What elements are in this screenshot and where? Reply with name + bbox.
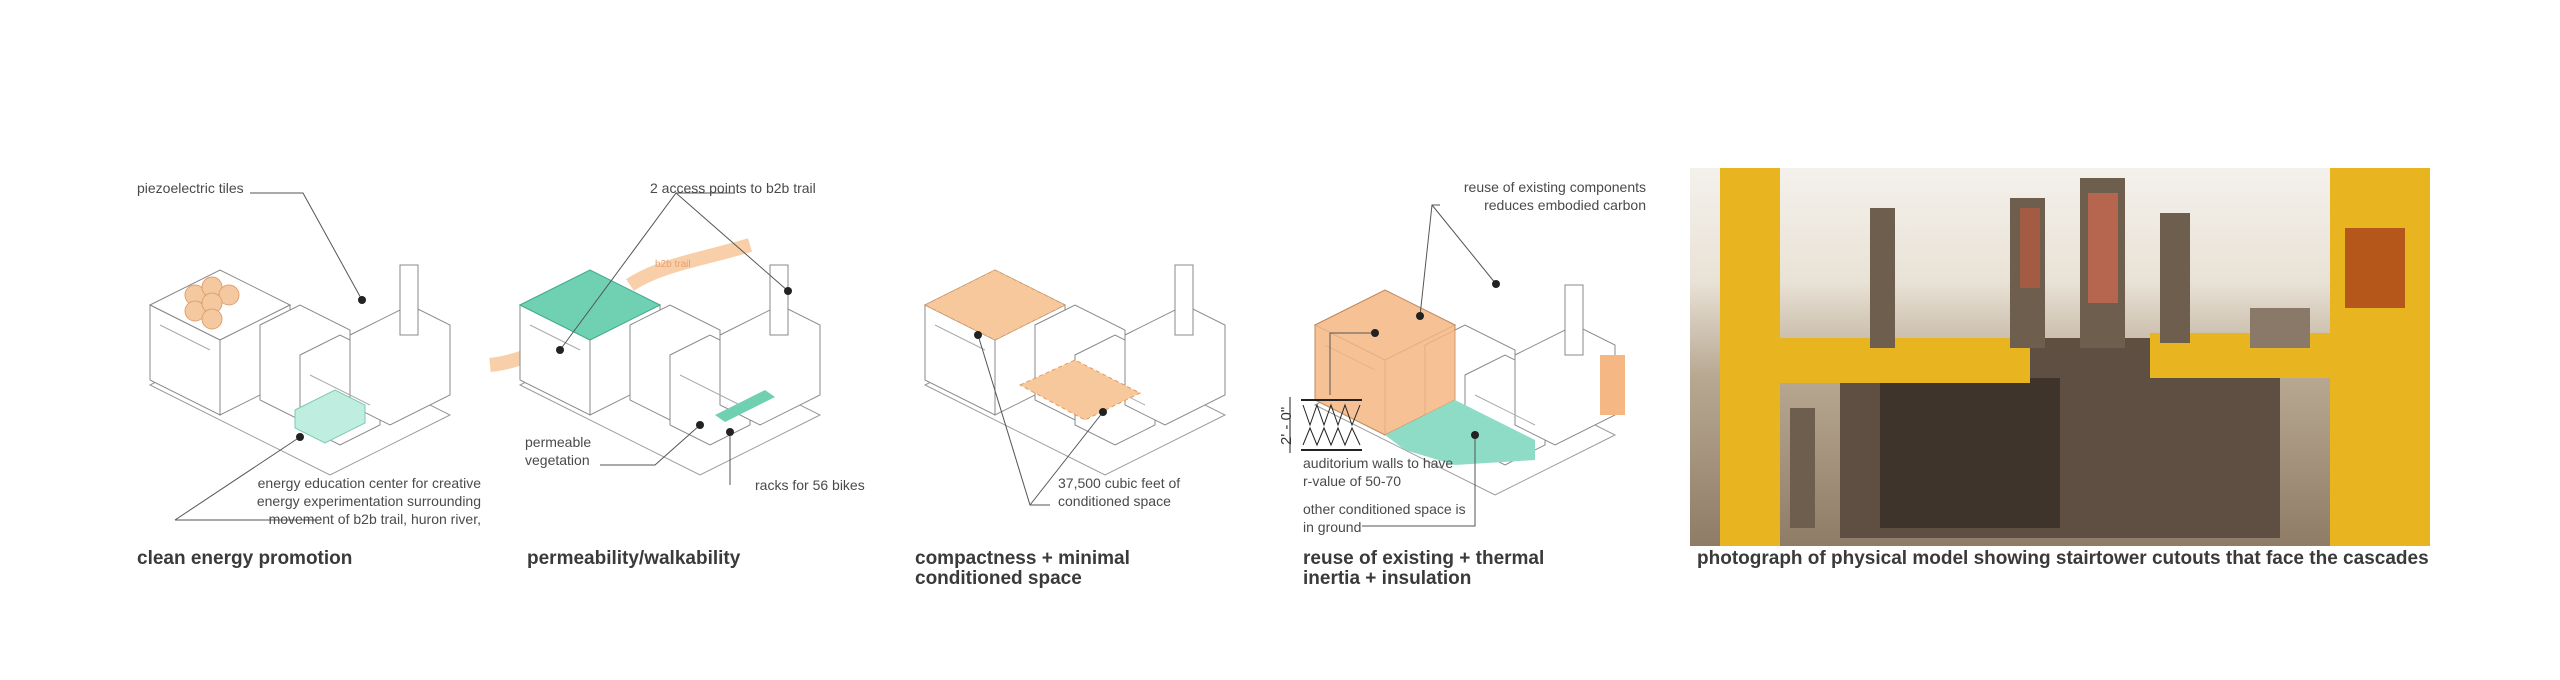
insulation-wall-section: [1289, 397, 1362, 453]
note-reuse-components: reuse of existing components reduces emb…: [1430, 178, 1646, 214]
title-line: compactness + minimal: [915, 548, 1130, 569]
dimension-label: 2' - 0": [1278, 406, 1295, 445]
note-cubic-feet: 37,500 cubic feet of conditioned space: [1058, 474, 1180, 510]
diagram-reuse: [1314, 284, 1625, 496]
model-illustration: [1720, 168, 2430, 546]
panel-title-permeability: permeability/walkability: [527, 548, 741, 569]
panel-title-photograph: photograph of physical model showing sta…: [1697, 548, 2429, 569]
physical-model-photo: [1690, 168, 2430, 546]
title-line: inertia + insulation: [1303, 568, 1472, 589]
note-line: conditioned space: [1058, 493, 1171, 509]
note-line: energy experimentation surrounding: [256, 493, 481, 509]
note-line: reduces embodied carbon: [1484, 197, 1646, 213]
note-line: r-value of 50-70: [1303, 473, 1402, 489]
note-access-points: 2 access points to b2b trail: [650, 180, 816, 196]
note-line: permeable: [525, 434, 592, 450]
note-energy-center: energy education center for creative ene…: [255, 474, 481, 528]
note-permeable-vegetation: permeable vegetation: [525, 433, 591, 469]
panel-title-reuse: reuse of existing + thermal inertia + in…: [1303, 549, 1544, 589]
panel-title-clean-energy: clean energy promotion: [137, 548, 353, 569]
title-line: conditioned space: [915, 568, 1082, 589]
title-line: reuse of existing + thermal: [1303, 548, 1545, 569]
note-line: other conditioned space is: [1303, 501, 1466, 517]
note-line: in ground: [1303, 519, 1362, 535]
diagram-permeability: [489, 238, 821, 476]
note-line: 37,500 cubic feet of: [1058, 475, 1181, 491]
label-b2b-trail: b2b trail: [655, 259, 691, 270]
panel-title-compactness: compactness + minimal conditioned space: [915, 549, 1130, 589]
note-bike-racks: racks for 56 bikes: [755, 477, 865, 493]
note-line: movement of b2b trail, huron river,: [268, 511, 481, 527]
note-piezoelectric: piezoelectric tiles: [137, 180, 244, 196]
note-line: energy education center for creative: [257, 475, 481, 491]
note-in-ground: other conditioned space is in ground: [1303, 500, 1466, 536]
note-auditorium-walls: auditorium walls to have r-value of 50-7…: [1303, 454, 1453, 490]
diagram-compactness: [923, 264, 1226, 476]
diagram-clean-energy: [149, 264, 451, 476]
note-line: reuse of existing components: [1463, 179, 1646, 195]
note-line: auditorium walls to have: [1303, 455, 1454, 471]
note-line: vegetation: [525, 452, 590, 468]
